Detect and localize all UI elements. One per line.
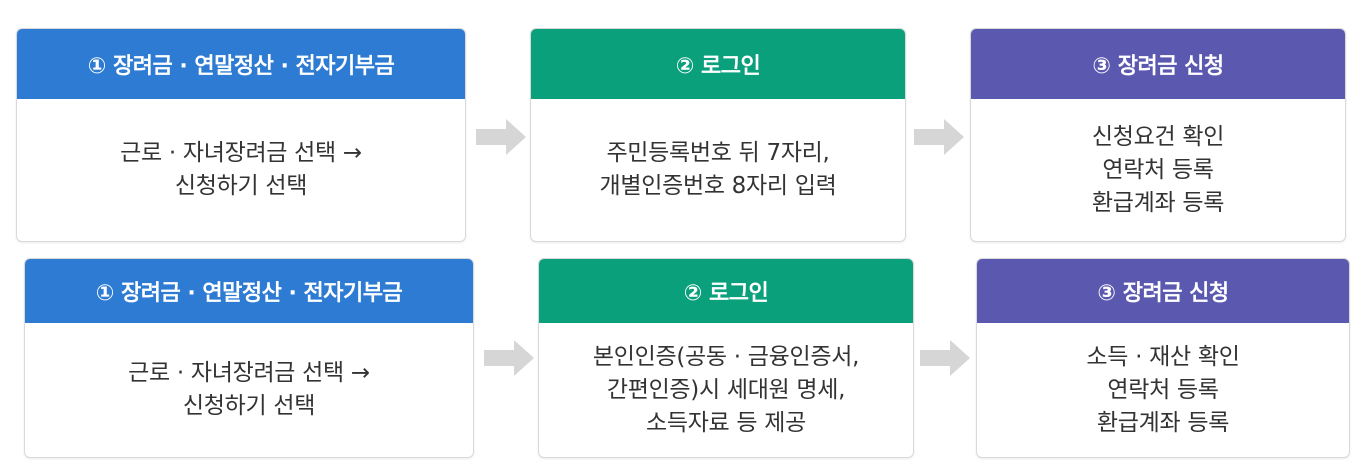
- row2-step2-body: 본인인증(공동 · 금융인증서, 간편인증)시 세대원 명세, 소득자료 등 제…: [539, 323, 913, 457]
- row2-step2-line: 간편인증)시 세대원 명세,: [606, 376, 846, 403]
- row1-step2-card: ② 로그인 주민등록번호 뒤 7자리, 개별인증번호 8자리 입력: [530, 28, 906, 242]
- arrow-right-icon: [914, 119, 964, 155]
- row2-step1-line: 근로 · 자녀장려금 선택 →: [128, 360, 370, 386]
- row2-step3-header: ③ 장려금 신청: [977, 259, 1349, 323]
- row2-step3-card: ③ 장려금 신청 소득 · 재산 확인 연락처 등록 환급계좌 등록: [976, 258, 1350, 458]
- row1-step3-body: 신청요건 확인 연락처 등록 환급계좌 등록: [971, 99, 1345, 241]
- row1-step3-line: 연락처 등록: [1102, 156, 1214, 183]
- row2-step2-header: ② 로그인: [539, 259, 913, 323]
- arrow-right-icon: [920, 340, 970, 376]
- row1-step2-body: 주민등록번호 뒤 7자리, 개별인증번호 8자리 입력: [531, 99, 905, 241]
- row1-step3-line: 신청요건 확인: [1091, 123, 1225, 150]
- row1-step1-line: 근로 · 자녀장려금 선택 →: [120, 140, 362, 166]
- row2-step1-header: ① 장려금 · 연말정산 · 전자기부금: [25, 259, 473, 323]
- row1-step2-header: ② 로그인: [531, 29, 905, 99]
- row2-step3-line: 연락처 등록: [1107, 376, 1219, 403]
- row2-step3-body: 소득 · 재산 확인 연락처 등록 환급계좌 등록: [977, 323, 1349, 457]
- arrow-right-icon: [484, 340, 534, 376]
- row1-step2-line: 개별인증번호 8자리 입력: [599, 173, 837, 199]
- row2-step3-line: 환급계좌 등록: [1096, 409, 1230, 436]
- row1-step1-body: 근로 · 자녀장려금 선택 → 신청하기 선택: [17, 99, 465, 241]
- row1-step3-header: ③ 장려금 신청: [971, 29, 1345, 99]
- row1-step1-card: ① 장려금 · 연말정산 · 전자기부금 근로 · 자녀장려금 선택 → 신청하…: [16, 28, 466, 242]
- row2-step1-body: 근로 · 자녀장려금 선택 → 신청하기 선택: [25, 323, 473, 457]
- row1-step3-card: ③ 장려금 신청 신청요건 확인 연락처 등록 환급계좌 등록: [970, 28, 1346, 242]
- row1-step1-line: 신청하기 선택: [174, 173, 308, 199]
- row2-step3-line: 소득 · 재산 확인: [1086, 343, 1240, 370]
- row2-step1-card: ① 장려금 · 연말정산 · 전자기부금 근로 · 자녀장려금 선택 → 신청하…: [24, 258, 474, 458]
- row2-step2-line: 본인인증(공동 · 금융인증서,: [592, 343, 860, 370]
- arrow-right-icon: [476, 119, 526, 155]
- row1-step2-line: 주민등록번호 뒤 7자리,: [606, 140, 830, 166]
- row1-step3-line: 환급계좌 등록: [1091, 189, 1225, 216]
- row2-step1-line: 신청하기 선택: [182, 393, 316, 419]
- row1-step1-header: ① 장려금 · 연말정산 · 전자기부금: [17, 29, 465, 99]
- row2-step2-line: 소득자료 등 제공: [645, 409, 807, 436]
- row2-step2-card: ② 로그인 본인인증(공동 · 금융인증서, 간편인증)시 세대원 명세, 소득…: [538, 258, 914, 458]
